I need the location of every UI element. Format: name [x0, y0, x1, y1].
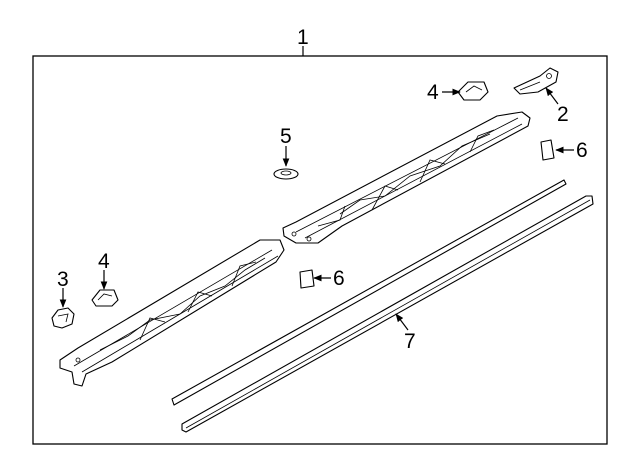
callout-4-right: 4 [427, 81, 439, 104]
callout-7-leader [395, 313, 409, 331]
callout-2-leader [545, 87, 559, 105]
callout-2: 2 [557, 103, 569, 126]
rocker-reinforcement-rear [282, 111, 531, 244]
callout-4-left: 4 [98, 250, 110, 273]
rocker-moulding-lower [181, 195, 594, 433]
callout-3: 3 [57, 268, 69, 291]
callout-1: 1 [297, 26, 309, 49]
bracket [513, 67, 559, 95]
assembly-frame [32, 55, 608, 445]
callout-7: 7 [404, 330, 416, 353]
grommet [273, 168, 299, 180]
rocker-moulding-upper [171, 179, 567, 406]
callout-5: 5 [280, 125, 292, 148]
plug-left [91, 289, 119, 307]
rocker-reinforcement-front [59, 239, 285, 387]
plug-right [457, 81, 489, 101]
callout-6-lower: 6 [333, 267, 345, 290]
pad-upper [540, 139, 555, 161]
callout-6-upper: 6 [576, 139, 588, 162]
pad-lower [299, 269, 315, 289]
retainer-clip [51, 307, 75, 329]
